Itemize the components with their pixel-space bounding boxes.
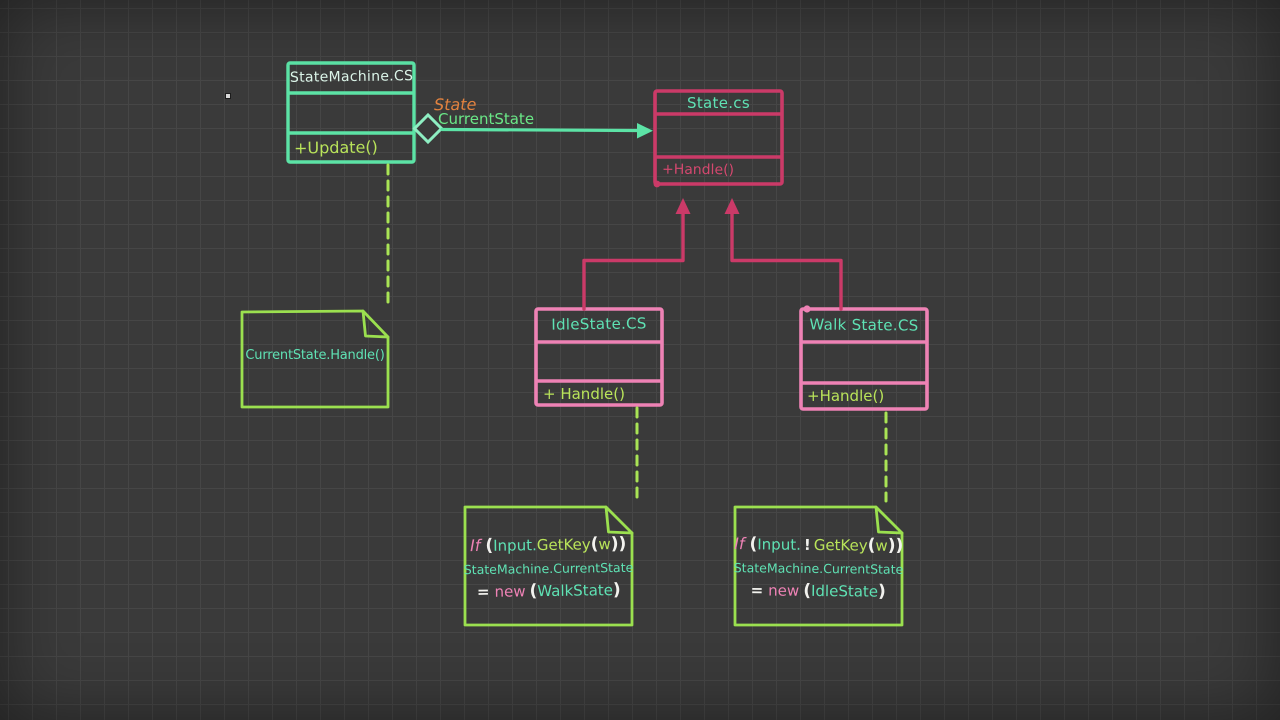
association-field-label: CurrentState xyxy=(438,110,535,128)
code-line: StateMachine.CurrentState xyxy=(463,559,634,578)
state-machine-method: +Update() xyxy=(293,137,378,158)
state-title: State.cs xyxy=(687,94,750,112)
association-arrowhead-icon xyxy=(637,123,653,139)
update-note-outline xyxy=(240,309,390,409)
inheritance-arrowhead-walk-icon xyxy=(724,198,740,214)
update-note-text: CurrentState.Handle() xyxy=(245,348,385,363)
state-box-outline xyxy=(653,89,784,188)
walk-handle-note: If ( Input. ! GetKey ( w ) ) StateMachin… xyxy=(733,534,904,602)
inheritance-connector-walk xyxy=(730,211,843,311)
code-line: StateMachine.CurrentState xyxy=(733,560,904,577)
code-line: If ( Input. GetKey ( w ) ) xyxy=(469,533,627,556)
idle-handle-note: If ( Input. GetKey ( w ) ) StateMachine.… xyxy=(463,533,634,602)
walk-state-method: +Handle() xyxy=(807,387,885,405)
walk-state-box-outline xyxy=(799,305,929,411)
idle-state-method: + Handle() xyxy=(543,385,625,403)
idle-state-title: IdleState.CS xyxy=(551,314,647,334)
state-method: +Handle() xyxy=(661,161,735,179)
cursor-dot xyxy=(225,93,231,99)
code-line: If ( Input. ! GetKey ( w ) ) xyxy=(734,534,904,556)
state-machine-title: StateMachine.CS xyxy=(289,68,414,86)
walk-state-title: Walk State.CS xyxy=(809,315,919,335)
inheritance-connector-idle xyxy=(582,211,685,311)
idle-state-box-outline xyxy=(534,307,664,407)
association-arrow xyxy=(440,123,653,139)
idle-handle-note-outline xyxy=(463,505,634,627)
walk-handle-note-outline xyxy=(733,505,904,627)
state-machine-box-outline xyxy=(286,61,416,164)
code-line: = new ( IdleState ) xyxy=(750,580,886,602)
code-line: = new ( WalkState ) xyxy=(476,579,621,602)
inheritance-arrowhead-idle-icon xyxy=(675,198,691,214)
